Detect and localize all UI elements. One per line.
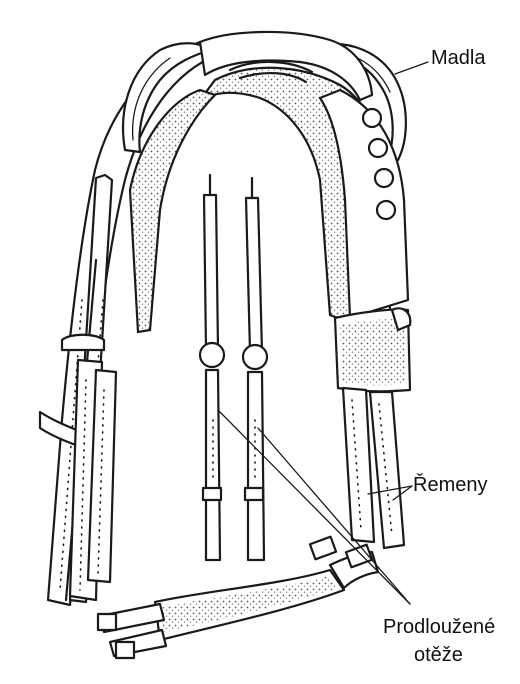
label-handles: Madla — [431, 47, 485, 69]
right-straps — [343, 388, 404, 548]
label-straps: Řemeny — [413, 474, 487, 496]
label-reins-line2: otěže — [414, 644, 463, 666]
girth — [98, 537, 378, 658]
left-front-strap — [70, 360, 116, 600]
extended-reins — [200, 175, 267, 560]
label-reins-line1: Prodloužené — [383, 616, 495, 638]
